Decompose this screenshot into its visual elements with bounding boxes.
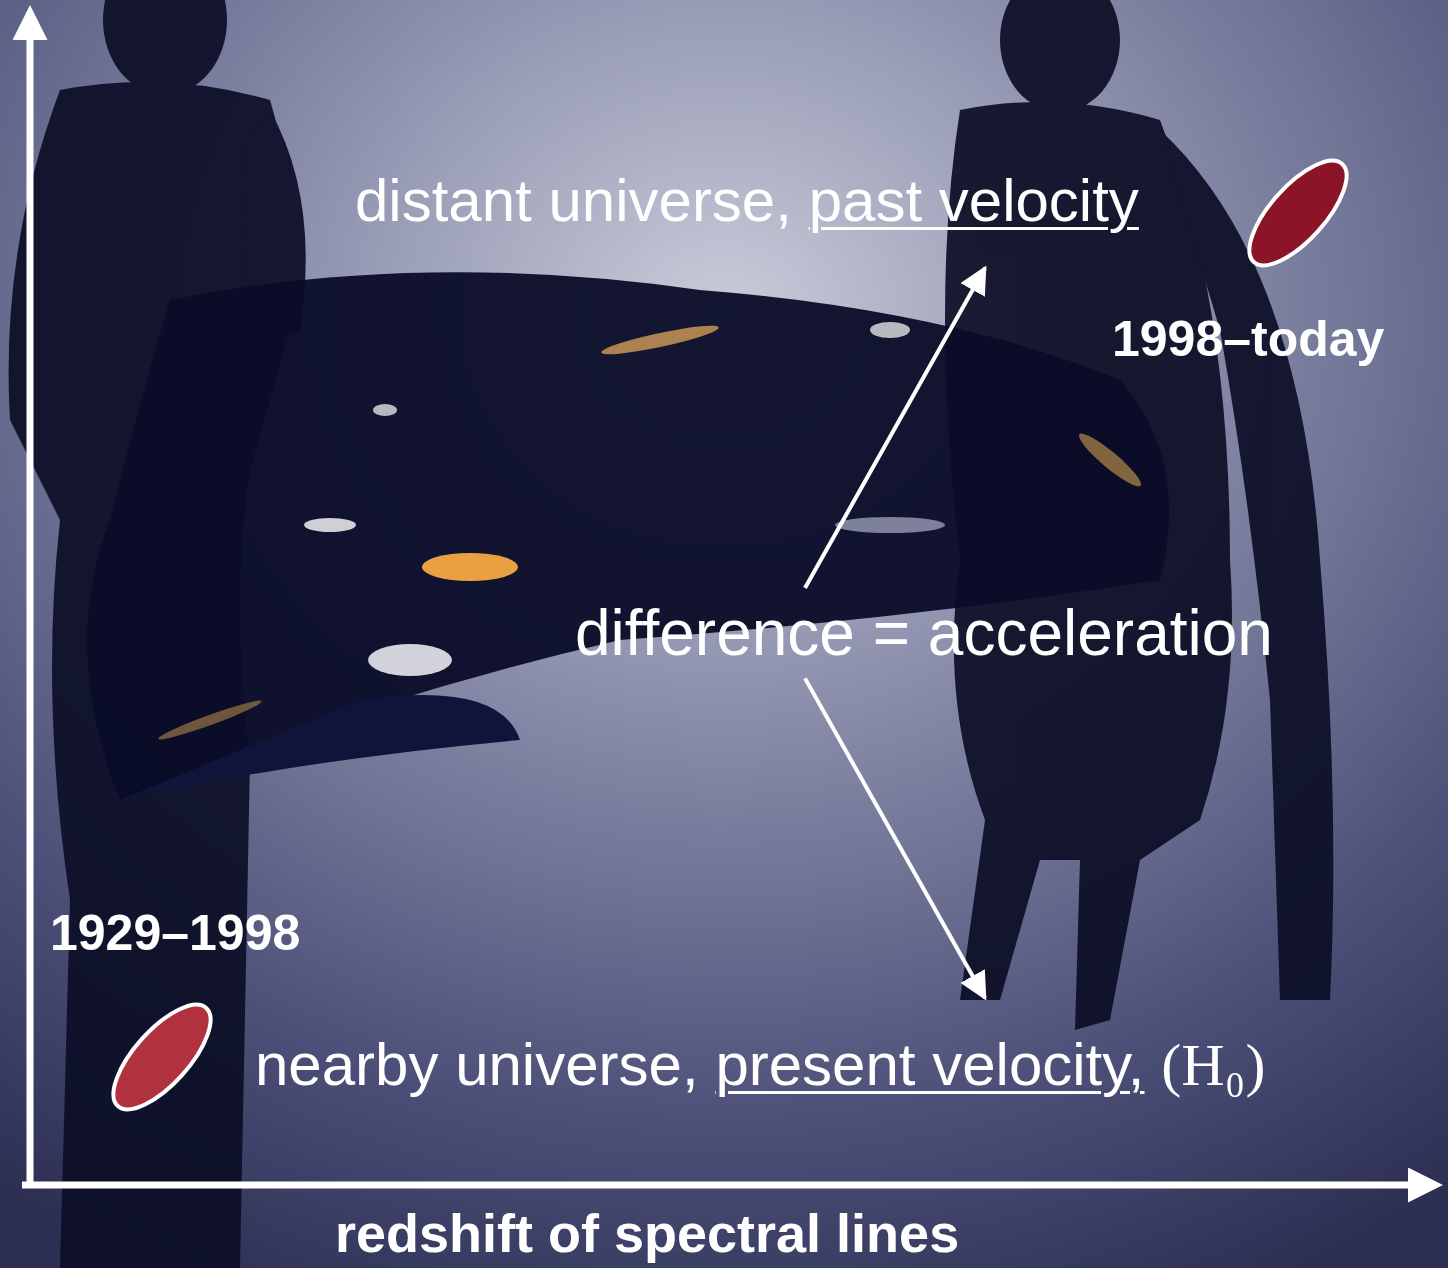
data-ellipse (98, 990, 226, 1124)
era-label: 1929–1998 (50, 906, 300, 961)
space-fabric (87, 272, 1169, 800)
node-text: nearby universe, (255, 1031, 699, 1098)
x-axis (22, 1182, 1436, 1189)
era-label: 1998–today (1112, 312, 1384, 367)
node-text: distant universe, (355, 167, 792, 234)
node-text: difference = acceleration (575, 597, 1273, 669)
arrow-connector (805, 678, 985, 998)
node-text: present velocity, (715, 1031, 1144, 1098)
node-text: past velocity (809, 167, 1139, 234)
y-axis (27, 12, 34, 1188)
text-node: nearby universe,present velocity, (H₀) (255, 1032, 1266, 1098)
node-text: (H₀) (1161, 1032, 1265, 1098)
axis-title: redshift of spectral lines (335, 1204, 959, 1263)
text-node: difference = acceleration (575, 598, 1273, 668)
data-ellipse (1234, 146, 1362, 280)
text-node: distant universe, past velocity (355, 168, 1139, 234)
arrow-connector (805, 268, 985, 588)
